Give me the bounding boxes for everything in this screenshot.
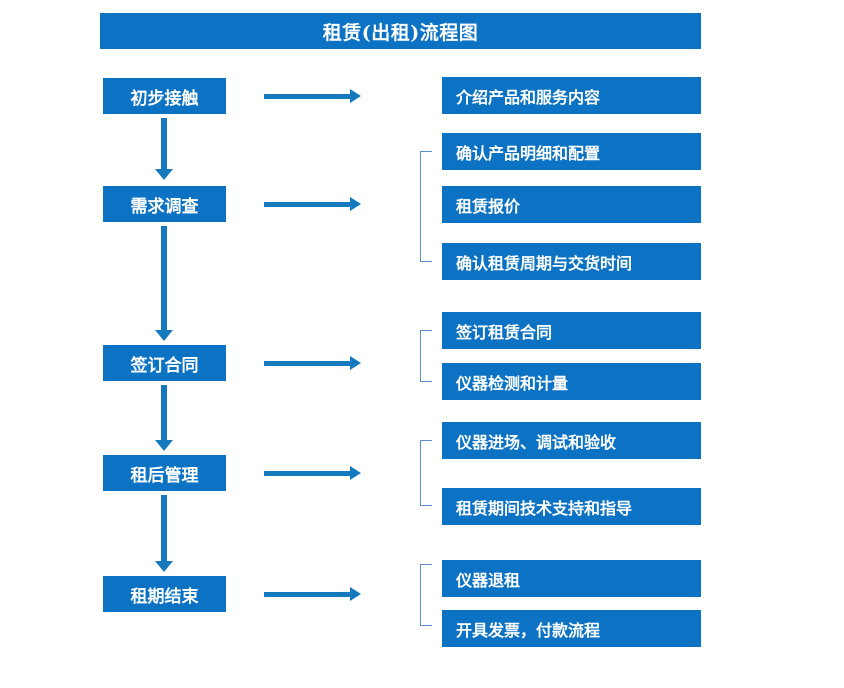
detail-node-confirm-period[interactable]: 确认租赁周期与交货时间 (442, 243, 701, 280)
horizontal-arrow-3 (264, 355, 361, 371)
vertical-arrow-2 (155, 226, 173, 341)
detail-node-sign-lease-contract[interactable]: 签订租赁合同 (442, 312, 701, 349)
horizontal-arrow-5 (264, 586, 361, 602)
detail-node-instrument-return[interactable]: 仪器退租 (442, 560, 701, 597)
stage-node-requirement-survey[interactable]: 需求调查 (103, 186, 226, 222)
vertical-arrow-3 (155, 385, 173, 451)
detail-node-instrument-onsite[interactable]: 仪器进场、调试和验收 (442, 422, 701, 459)
horizontal-arrow-1 (264, 88, 361, 104)
stage-node-initial-contact[interactable]: 初步接触 (103, 78, 226, 114)
detail-node-introduce-products[interactable]: 介绍产品和服务内容 (442, 77, 701, 114)
stage-node-sign-contract[interactable]: 签订合同 (103, 345, 226, 381)
horizontal-arrow-2 (264, 196, 361, 212)
group-bracket-requirement-survey (420, 151, 432, 262)
group-bracket-post-rental-mgmt (420, 440, 432, 506)
detail-node-instrument-testing[interactable]: 仪器检测和计量 (442, 363, 701, 400)
stage-node-post-rental-mgmt[interactable]: 租后管理 (103, 455, 226, 491)
vertical-arrow-1 (155, 118, 173, 180)
vertical-arrow-4 (155, 495, 173, 572)
group-bracket-sign-contract (420, 330, 432, 382)
detail-node-rental-quotation[interactable]: 租赁报价 (442, 186, 701, 223)
detail-node-technical-support[interactable]: 租赁期间技术支持和指导 (442, 488, 701, 525)
detail-node-invoice-payment[interactable]: 开具发票，付款流程 (442, 610, 701, 647)
stage-node-lease-end[interactable]: 租期结束 (103, 576, 226, 612)
horizontal-arrow-4 (264, 465, 361, 481)
detail-node-confirm-product-spec[interactable]: 确认产品明细和配置 (442, 133, 701, 170)
group-bracket-lease-end (420, 564, 432, 626)
chart-title-banner: 租赁(出租)流程图 (100, 13, 701, 49)
